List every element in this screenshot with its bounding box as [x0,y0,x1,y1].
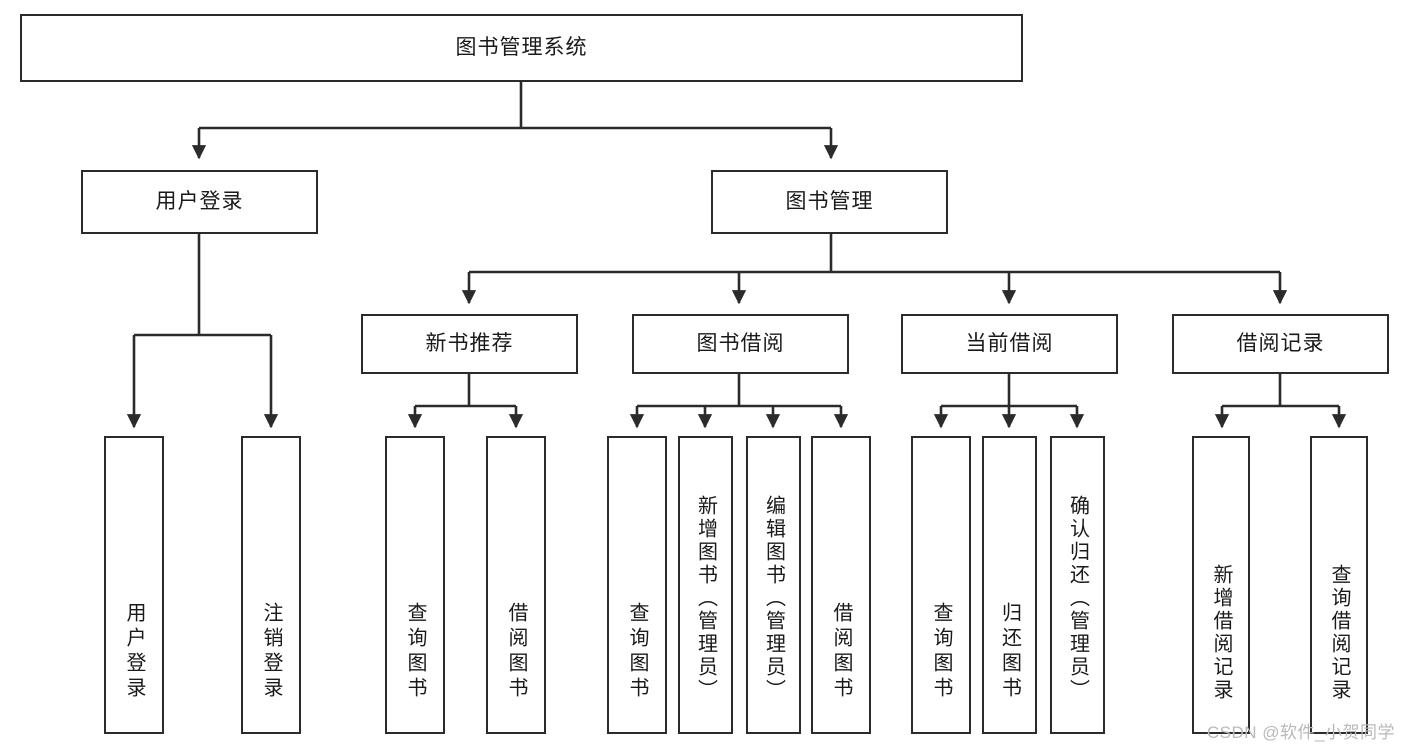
node-leaf-add-book-admin[interactable]: 新增图书（管理员） [678,436,733,734]
node-label: 新增借阅记录 [1210,564,1232,702]
node-leaf-borrow-book[interactable]: 借阅图书 [811,436,871,734]
node-label: 归还图书 [998,602,1021,702]
node-leaf-confirm-return-admin[interactable]: 确认归还（管理员） [1050,436,1105,734]
node-leaf-query-borrow-record[interactable]: 查询借阅记录 [1310,436,1368,734]
node-current-borrow[interactable]: 当前借阅 [901,314,1118,374]
node-label: 借阅图书 [830,602,852,702]
node-label: 图书管理系统 [455,36,588,60]
node-user-login[interactable]: 用户登录 [81,170,318,234]
node-label: 图书管理 [785,190,874,214]
watermark-text: CSDN @软件_小贺同学 [1206,723,1395,742]
node-leaf-query-book-borrow[interactable]: 查询图书 [607,436,667,734]
node-leaf-query-book-current[interactable]: 查询图书 [911,436,971,734]
node-borrow-record[interactable]: 借阅记录 [1172,314,1389,374]
node-label: 当前借阅 [965,332,1054,356]
node-label: 用户登录 [123,602,145,702]
node-leaf-borrow-book-recommend[interactable]: 借阅图书 [486,436,546,734]
node-new-book-recommend[interactable]: 新书推荐 [361,314,578,374]
node-leaf-return-book[interactable]: 归还图书 [982,436,1037,734]
node-leaf-user-login[interactable]: 用户登录 [104,436,164,734]
node-label: 借阅记录 [1236,332,1325,356]
node-leaf-edit-book-admin[interactable]: 编辑图书（管理员） [746,436,801,734]
node-book-borrow[interactable]: 图书借阅 [632,314,849,374]
node-root-book-management-system[interactable]: 图书管理系统 [20,14,1023,82]
node-leaf-add-borrow-record[interactable]: 新增借阅记录 [1192,436,1250,734]
node-label: 新增图书（管理员） [694,495,717,702]
node-leaf-logout[interactable]: 注销登录 [241,436,301,734]
node-label: 查询图书 [930,602,952,702]
node-book-management[interactable]: 图书管理 [711,170,948,234]
node-label: 编辑图书（管理员） [762,495,785,702]
node-label: 确认归还（管理员） [1066,495,1089,702]
node-label: 新书推荐 [425,332,514,356]
node-label: 图书借阅 [696,332,785,356]
node-label: 注销登录 [260,602,282,702]
node-label: 查询借阅记录 [1328,564,1350,702]
node-leaf-query-book-recommend[interactable]: 查询图书 [385,436,445,734]
node-label: 用户登录 [155,190,244,214]
node-label: 查询图书 [404,602,426,702]
node-label: 借阅图书 [505,602,527,702]
node-label: 查询图书 [626,602,648,702]
